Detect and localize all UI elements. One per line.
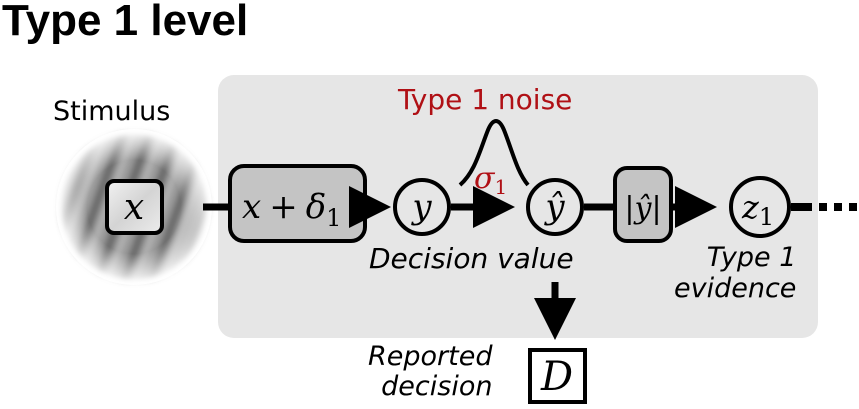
z-var: z: [741, 188, 760, 226]
z1-node-expression: z1: [741, 188, 774, 231]
transform-plus: +: [269, 187, 298, 227]
yhat-node: [526, 178, 584, 236]
sigma-subscript: 1: [494, 175, 507, 199]
y-node: [393, 178, 451, 236]
decision-var: D: [540, 354, 573, 400]
yhat-node-var: ŷ: [543, 187, 565, 227]
decision-value-label: Decision value: [369, 242, 574, 275]
type1-evidence-line2: evidence: [674, 273, 797, 304]
sigma-label: σ1: [474, 161, 507, 199]
stimulus-x-box: [105, 179, 164, 235]
transform-expression: x+δ1: [242, 187, 341, 232]
stimulus-label: Stimulus: [53, 96, 171, 127]
y-node-var: y: [410, 187, 432, 227]
reported-decision-line1: Reported: [368, 341, 493, 372]
noise-gaussian-curve: [458, 119, 530, 187]
abs-yhat-expression: |ŷ|: [624, 191, 661, 226]
continuation-ellipsis: [791, 203, 857, 211]
sigma-symbol: σ: [474, 161, 496, 196]
type1-noise-label: Type 1 noise: [398, 83, 573, 116]
reported-decision-box: [528, 348, 587, 404]
stimulus-x-var: x: [124, 187, 144, 228]
reported-decision-line2: decision: [381, 371, 493, 402]
transform-subscript: 1: [326, 204, 341, 232]
z-subscript: 1: [759, 203, 774, 231]
section-title: Type 1 level: [2, 0, 249, 45]
transform-x: x: [242, 187, 261, 227]
type1-evidence-label: Type 1 evidence: [674, 242, 796, 304]
z1-node: [729, 176, 791, 238]
type1-evidence-line1: Type 1: [706, 242, 797, 273]
transform-delta: δ: [306, 187, 326, 227]
reported-decision-label: Reported decision: [368, 342, 492, 402]
